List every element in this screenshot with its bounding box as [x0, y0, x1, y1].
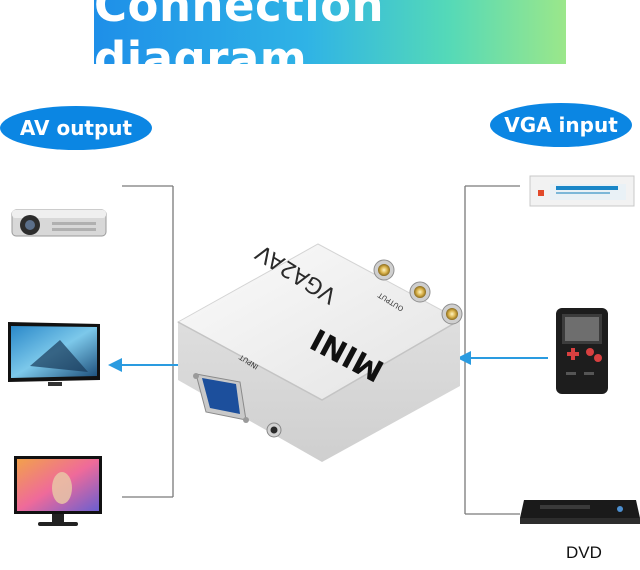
vga-input-port — [193, 373, 249, 423]
audio-jack — [266, 422, 282, 438]
handheld-console-icon — [556, 308, 608, 394]
tv-icon — [8, 322, 100, 386]
monitor-icon — [14, 456, 102, 526]
left-arrow — [108, 358, 183, 372]
dvd-player-icon — [520, 500, 640, 524]
vga-input-label: VGA input — [490, 103, 632, 147]
av-output-label: AV output — [0, 106, 152, 150]
pc-unit-icon — [529, 175, 635, 207]
title-banner: Connection diagram — [94, 0, 566, 85]
rca-output-jacks — [373, 259, 463, 325]
left-bracket — [122, 185, 174, 498]
vga2av-converter: VGA2AV MINI OUTPUT INPUT — [176, 239, 463, 462]
dvd-label: DVD — [566, 543, 602, 562]
diagram-title: Connection diagram — [94, 0, 385, 85]
right-bracket — [464, 185, 520, 515]
right-arrow — [457, 351, 548, 365]
projector-icon — [11, 209, 107, 237]
